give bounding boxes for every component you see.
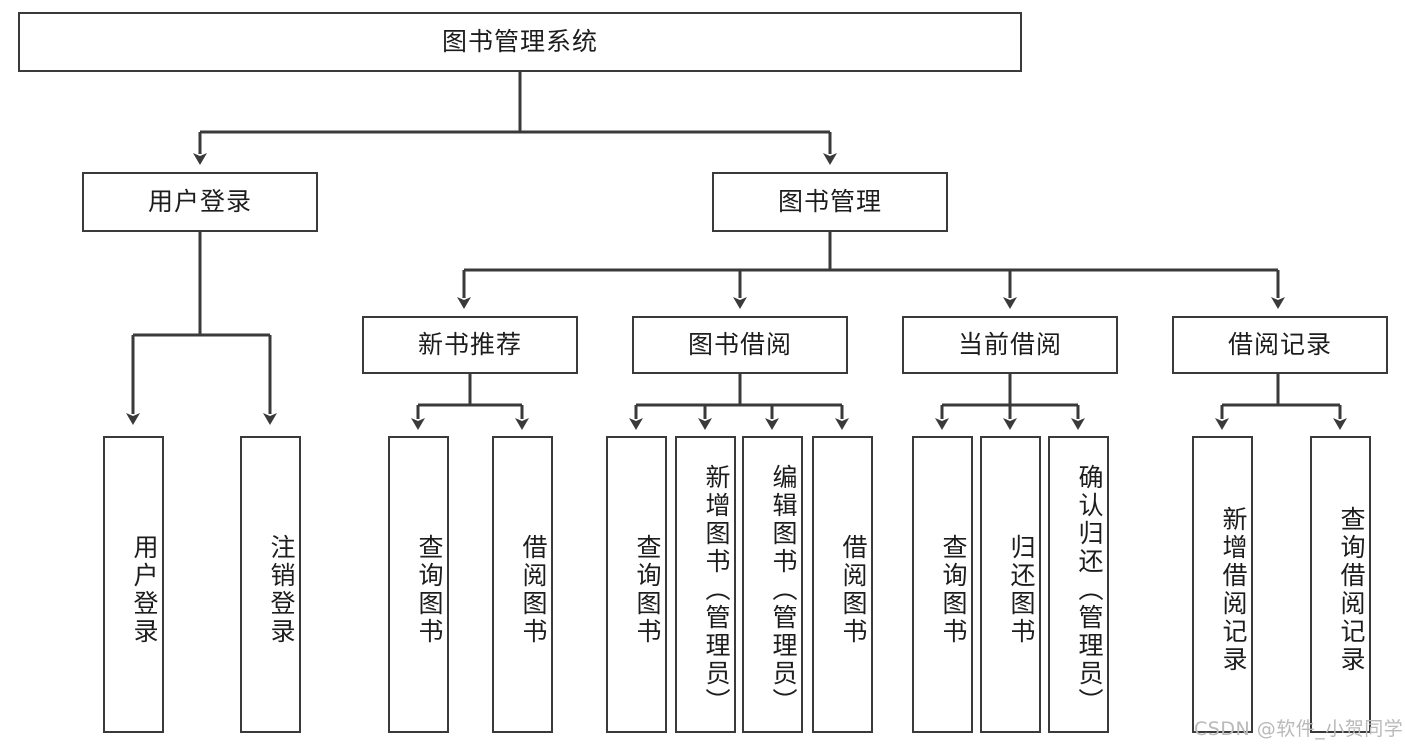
leaf-query-book-3[interactable]: 查询图书	[912, 436, 973, 733]
node-label: 新增借阅记录	[1219, 505, 1248, 674]
node-label: 新书推荐	[417, 330, 522, 359]
leaf-query-book-1[interactable]: 查询图书	[388, 436, 449, 733]
leaf-confirm-return[interactable]: 确认归还（管理员）	[1048, 436, 1109, 733]
node-label: 当前借阅	[957, 330, 1062, 359]
node-label: 查询图书	[415, 533, 444, 646]
node-label: 用户登录	[147, 187, 252, 216]
node-label: 图书借阅	[687, 330, 792, 359]
leaf-add-record[interactable]: 新增借阅记录	[1192, 436, 1253, 733]
node-label: 编辑图书（管理员）	[769, 463, 798, 716]
node-label: 借阅图书	[519, 533, 548, 646]
node-label: 新增图书（管理员）	[702, 463, 731, 716]
node-root-system[interactable]: 图书管理系统	[18, 12, 1022, 72]
leaf-query-book-2[interactable]: 查询图书	[606, 436, 667, 733]
leaf-logout-login[interactable]: 注销登录	[240, 436, 301, 733]
node-borrow-record[interactable]: 借阅记录	[1172, 316, 1388, 374]
node-label: 借阅记录	[1227, 330, 1332, 359]
node-current-borrow[interactable]: 当前借阅	[902, 316, 1118, 374]
leaf-user-login[interactable]: 用户登录	[103, 436, 164, 733]
node-label: 注销登录	[267, 533, 296, 646]
node-label: 归还图书	[1007, 533, 1036, 646]
node-label: 图书管理系统	[441, 27, 598, 56]
node-label: 查询图书	[939, 533, 968, 646]
leaf-return-book[interactable]: 归还图书	[980, 436, 1041, 733]
node-label: 借阅图书	[839, 533, 868, 646]
csdn-watermark: CSDN @软件_小贺同学	[1194, 718, 1404, 740]
node-book-borrow[interactable]: 图书借阅	[632, 316, 848, 374]
node-label: 用户登录	[130, 533, 159, 646]
node-label: 查询借阅记录	[1337, 505, 1366, 674]
node-label: 图书管理	[777, 187, 882, 216]
leaf-add-book[interactable]: 新增图书（管理员）	[675, 436, 736, 733]
leaf-borrow-book-2[interactable]: 借阅图书	[812, 436, 873, 733]
node-label: 查询图书	[633, 533, 662, 646]
leaf-edit-book[interactable]: 编辑图书（管理员）	[742, 436, 803, 733]
node-label: 确认归还（管理员）	[1075, 463, 1104, 716]
leaf-borrow-book-1[interactable]: 借阅图书	[492, 436, 553, 733]
node-user-login[interactable]: 用户登录	[82, 172, 318, 232]
node-book-manage[interactable]: 图书管理	[712, 172, 948, 232]
node-new-book-recommend[interactable]: 新书推荐	[362, 316, 578, 374]
leaf-query-record[interactable]: 查询借阅记录	[1310, 436, 1371, 733]
